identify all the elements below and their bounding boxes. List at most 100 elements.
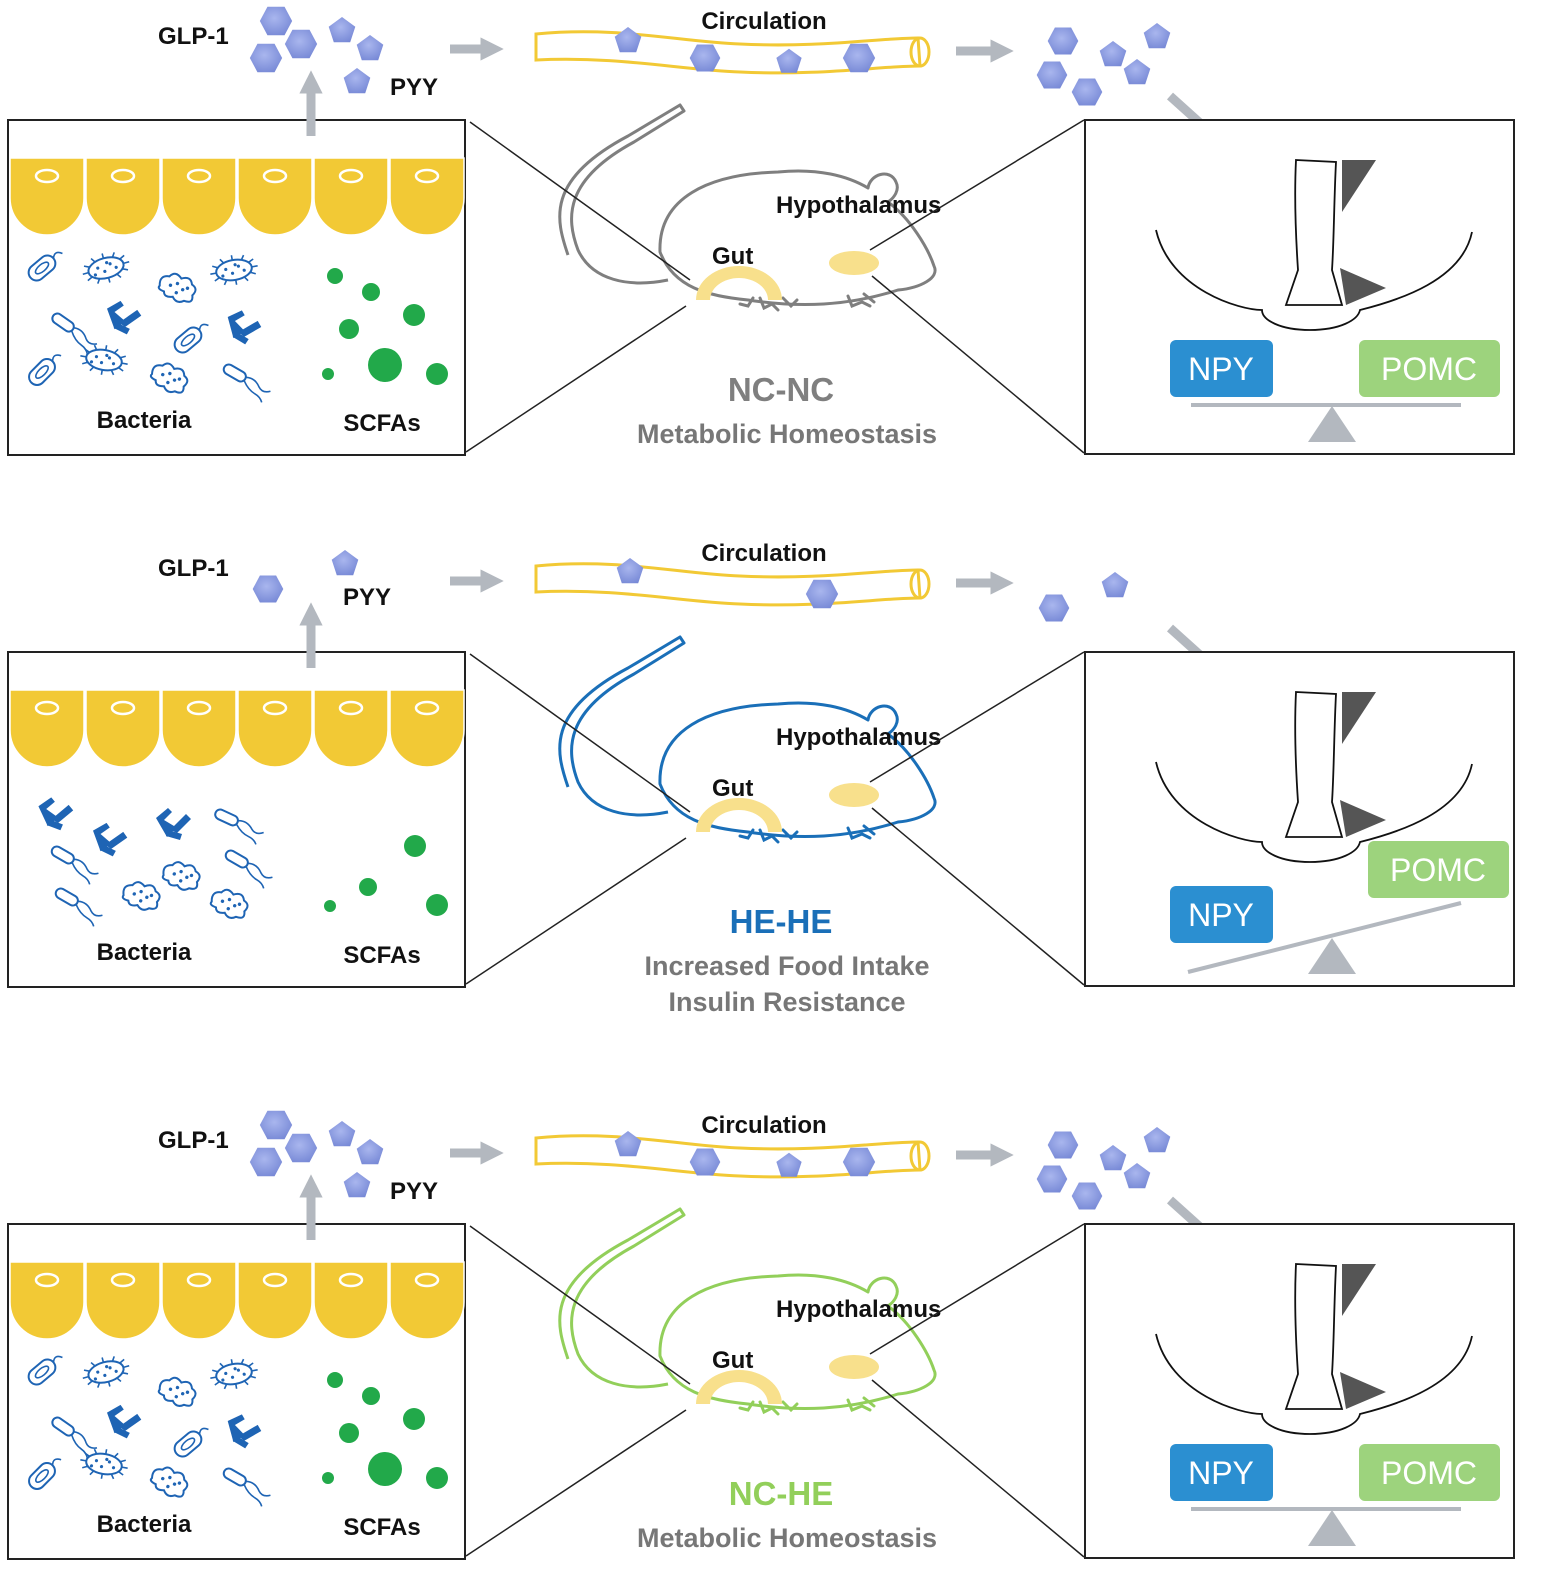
fimbriated-bacterium	[210, 1358, 258, 1390]
balance-fulcrum	[1308, 938, 1356, 974]
scfa-droplet	[322, 1472, 334, 1484]
zoom-line	[465, 305, 687, 453]
gut-organ	[696, 1370, 782, 1404]
villus	[313, 689, 389, 768]
group-label: HE-HE	[730, 903, 833, 940]
villus	[9, 689, 85, 768]
pomc-label: POMC	[1381, 1455, 1477, 1491]
rod-bacterium	[27, 1355, 63, 1386]
mouse	[558, 635, 937, 844]
cluster-bacterium	[209, 888, 249, 919]
scfa-droplet	[339, 319, 359, 339]
villus	[161, 157, 237, 236]
goblet-cell	[338, 700, 364, 716]
bacteria-label: Bacteria	[97, 1511, 192, 1538]
hypothalamus-organ	[829, 783, 879, 807]
blood-vessel	[534, 562, 922, 607]
scfa-droplet	[368, 1452, 402, 1486]
bacteria-group	[27, 251, 271, 403]
npy-neuron-marker	[1340, 800, 1386, 837]
dense-bacterium	[92, 822, 128, 857]
zoom-line	[469, 1225, 691, 1385]
arcuate-outline	[1155, 1333, 1473, 1435]
scfa-group	[324, 835, 448, 916]
pyy-label: PYY	[343, 584, 391, 611]
zoom-line	[869, 119, 1085, 251]
pyy-hormone	[776, 48, 802, 73]
pyy-hormone	[328, 1121, 356, 1147]
glp1-hormone	[249, 43, 283, 73]
group-label: NC-NC	[728, 371, 834, 408]
zoom-line	[871, 275, 1085, 454]
npy-box	[1170, 1444, 1273, 1501]
goblet-cell	[110, 700, 136, 716]
bacteria-label: Bacteria	[97, 939, 192, 966]
pyy-hormone	[616, 558, 644, 584]
mouse-body	[658, 169, 937, 307]
pyy-label: PYY	[390, 74, 438, 101]
dense-bacterium	[227, 310, 262, 345]
glp1-hormone	[1036, 1165, 1068, 1193]
arcuate-outline	[1155, 229, 1473, 331]
dense-bacterium	[227, 1414, 262, 1449]
scfa-droplet	[327, 1372, 343, 1388]
dense-bacterium	[38, 797, 74, 831]
rod-bacterium	[173, 323, 209, 354]
pyy-hormone	[1099, 41, 1127, 67]
mouse	[558, 1207, 937, 1416]
fimbriated-bacterium	[82, 1356, 130, 1388]
glp1-hormone	[284, 29, 318, 59]
vessel-opening	[909, 1140, 931, 1172]
goblet-cell	[338, 1272, 364, 1288]
balance-fulcrum	[1308, 406, 1356, 442]
goblet-cell	[34, 1272, 60, 1288]
scfa-droplet	[322, 368, 334, 380]
goblet-cell	[338, 168, 364, 184]
scfa-group	[322, 1372, 448, 1489]
cluster-bacterium	[149, 362, 189, 394]
scfas-label: SCFAs	[343, 942, 420, 969]
hypothalamus-label: Hypothalamus	[776, 192, 941, 219]
pomc-label: POMC	[1381, 351, 1477, 387]
scfa-droplet	[362, 283, 380, 301]
glp1-label: GLP-1	[158, 1127, 229, 1154]
gut-label: Gut	[712, 1347, 753, 1374]
goblet-cell	[34, 168, 60, 184]
npy-box	[1170, 886, 1273, 943]
vessel-opening	[909, 568, 931, 600]
villus	[9, 157, 85, 236]
mouse-tail	[558, 103, 686, 285]
third-ventricle	[1284, 1263, 1344, 1410]
goblet-cell	[110, 1272, 136, 1288]
gut-organ	[696, 798, 782, 832]
pomc-neuron-marker	[1342, 1264, 1376, 1316]
bacteria-group	[38, 797, 273, 927]
hypothalamus-organ	[829, 251, 879, 275]
npy-label: NPY	[1188, 351, 1254, 387]
goblet-cell	[186, 168, 212, 184]
scfa-droplet	[368, 348, 402, 382]
flagellated-bacterium	[51, 312, 98, 355]
hypothalamus-label: Hypothalamus	[776, 1296, 941, 1323]
circulation-label: Circulation	[701, 8, 826, 35]
scfa-droplet	[426, 363, 448, 385]
goblet-cell	[414, 1272, 440, 1288]
zoom-line	[869, 651, 1085, 783]
villus	[389, 689, 465, 768]
pyy-hormone	[614, 1131, 642, 1157]
scfa-droplet	[426, 1467, 448, 1489]
villus	[237, 1261, 313, 1340]
scfa-droplet	[324, 900, 336, 912]
bacteria-label: Bacteria	[97, 407, 192, 434]
pomc-neuron-marker	[1342, 160, 1376, 212]
goblet-cell	[414, 700, 440, 716]
pyy-hormone	[1099, 1145, 1127, 1171]
goblet-cell	[262, 168, 288, 184]
pyy-hormone	[356, 35, 384, 61]
flagellated-bacterium	[222, 1467, 271, 1507]
glp1-hormone	[249, 1147, 283, 1177]
scfa-droplet	[339, 1423, 359, 1443]
circulation-label: Circulation	[701, 540, 826, 567]
